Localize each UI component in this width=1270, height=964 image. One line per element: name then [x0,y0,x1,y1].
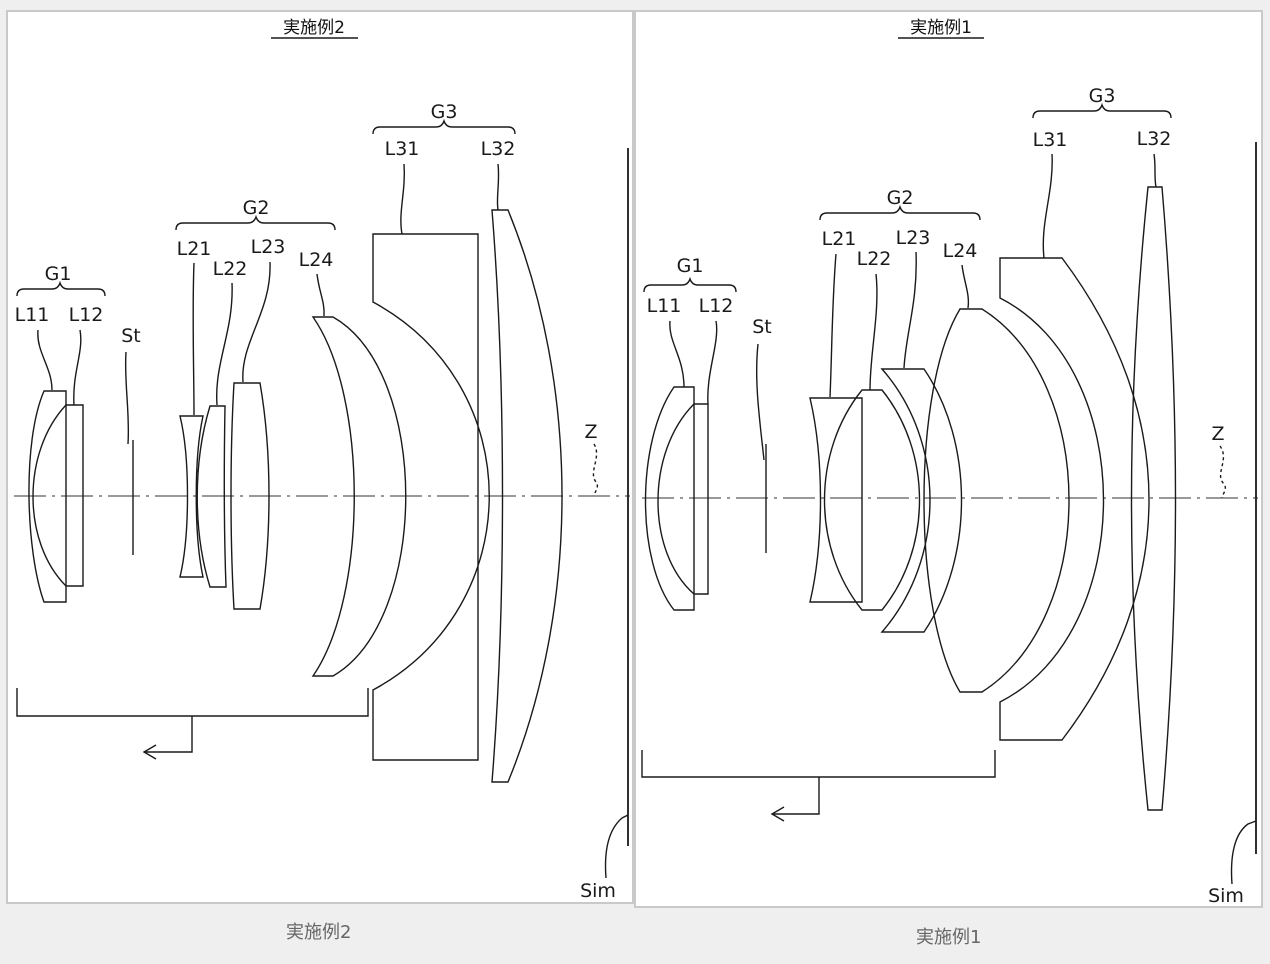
lens-l21 [809,397,863,603]
group-g3-bracket [372,118,516,135]
caption-example2: 実施例2 [286,922,352,943]
example1-panel: 実施例1 G1 L11 L12 St G2 L21 L22 L23 L2 [634,10,1263,908]
movement-arrow-line [772,777,820,815]
image-plane-label: Sim [580,880,616,902]
leader-l24 [961,264,970,309]
lens-l31 [372,233,490,761]
lens-l31-label: L31 [1033,129,1068,151]
axis-z-label: Z [1211,423,1224,445]
leader-l32 [496,163,500,211]
lens-l23 [880,368,963,633]
lens-l12-label: L12 [699,295,734,317]
group-g1-label: G1 [45,263,72,285]
movement-arrow-line [144,716,193,753]
lens-l31 [999,257,1150,741]
lens-l24 [923,308,1070,693]
movement-bracket [641,750,996,778]
leader-l11 [37,329,53,391]
leader-l23 [242,261,271,383]
image-plane-label: Sim [1208,885,1244,907]
leader-l11 [669,320,685,388]
lens-l23 [230,382,270,610]
movement-arrow-head [142,744,157,760]
lens-l21 [179,415,204,578]
lens-l24 [311,316,407,677]
leader-l23 [903,251,917,369]
group-g1-label: G1 [677,255,704,277]
group-g3-label: G3 [431,101,458,123]
leader-l12 [707,320,718,405]
movement-arrow-head [770,806,785,822]
leader-stop [124,351,130,445]
group-g2-label: G2 [243,197,270,219]
leader-l21 [829,253,837,398]
group-g1-bracket [643,276,737,293]
leader-l12 [73,329,82,406]
leader-l22 [216,282,233,406]
group-g1-bracket [16,280,106,297]
lens-l32-label: L32 [481,138,516,160]
leader-sim [1230,820,1257,885]
lens-l22-label: L22 [213,258,248,280]
lens-l21-label: L21 [822,228,857,250]
group-g2-bracket [819,204,981,221]
stop-label: St [752,316,772,338]
example2-title: 実施例2 [283,18,345,38]
lens-l22 [196,405,227,588]
lens-l11 [28,390,67,603]
axis-z-label: Z [584,421,597,443]
leader-l21 [192,262,195,416]
lens-l22 [823,389,921,611]
caption-example1: 実施例1 [916,927,982,948]
leader-z [592,443,599,497]
lens-l32 [491,209,563,783]
group-g3-label: G3 [1089,85,1116,107]
leader-stop [756,343,765,461]
leader-z [1219,445,1227,499]
lens-l32-label: L32 [1137,128,1172,150]
lens-l31-label: L31 [385,138,420,160]
example2-panel: 実施例2 G1 L11 L12 St G2 L21 L22 L23 L2 [6,10,634,904]
leader-l31 [1042,153,1053,259]
lens-l22-label: L22 [857,248,892,270]
lens-l23-label: L23 [896,227,931,249]
lens-l11-label: L11 [15,304,50,326]
example1-title: 実施例1 [910,18,972,38]
lens-l11 [644,386,695,611]
leader-l24 [316,273,325,317]
leader-l32 [1153,153,1157,188]
lens-l21-label: L21 [177,238,212,260]
lens-l12 [32,404,84,587]
leader-l31 [400,163,406,235]
lens-l12-label: L12 [69,304,104,326]
lens-l32 [1130,186,1177,811]
example1-diagram: 実施例1 G1 L11 L12 St G2 L21 L22 L23 L2 [641,18,1258,907]
lens-l12 [657,403,709,595]
group-g3-bracket [1032,102,1172,119]
group-g2-bracket [175,214,336,231]
lens-l23-label: L23 [251,236,286,258]
stop-label: St [121,325,141,347]
lens-l24-label: L24 [943,240,978,262]
group-g2-label: G2 [887,187,914,209]
lens-l11-label: L11 [647,295,682,317]
movement-bracket [16,688,369,717]
leader-sim [604,814,629,879]
leader-l22 [869,273,878,391]
example2-diagram: 実施例2 G1 L11 L12 St G2 L21 L22 L23 L2 [14,18,630,902]
lens-l24-label: L24 [299,249,334,271]
